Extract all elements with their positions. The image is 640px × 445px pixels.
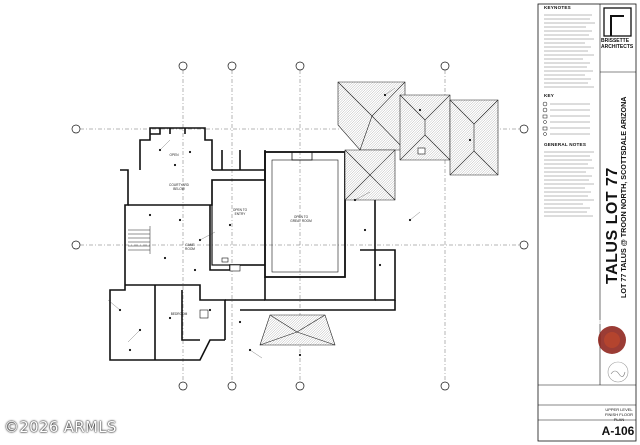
- floor-plan-walls: [109, 127, 396, 361]
- project-subtitle: LOT 77 TALUS @ TROON NORTH, SCOTTSDALE A…: [619, 96, 628, 298]
- room-label-game-room: GAME ROOM: [185, 243, 195, 251]
- roof-plans: [259, 81, 499, 346]
- drawing-title-line2: FINISH FLOOR PLAN: [604, 412, 633, 422]
- key-heading: KEY: [544, 93, 555, 98]
- key-symbols: [542, 101, 548, 136]
- keynotes-heading: KEYNOTES: [544, 5, 571, 10]
- drawing-title: UPPER LEVEL FINISH FLOOR PLAN: [604, 407, 634, 422]
- room-label-open: OPEN: [169, 153, 179, 157]
- room-label-open-to-entry: OPEN TO ENTRY: [232, 208, 248, 216]
- keynote-text-lines: [544, 14, 595, 217]
- room-label-courtyard: COURTYARD BELOW: [169, 183, 189, 191]
- title-block: [537, 3, 637, 442]
- room-label-open-to-great-room: OPEN TO GREAT ROOM: [290, 215, 312, 223]
- firm-name-line1: BRISSETTE: [601, 38, 630, 44]
- room-label-bedroom: BEDROOM: [170, 312, 188, 316]
- firm-name-line2: ARCHITECTS: [601, 44, 634, 50]
- stair: [128, 226, 151, 254]
- sheet-number: A-106: [601, 424, 635, 438]
- consultant-logo: [598, 326, 626, 354]
- consultant-name: Red Moon: [599, 320, 625, 326]
- fixture-leaders: [107, 87, 421, 359]
- drawing-title-line1: UPPER LEVEL: [605, 407, 633, 412]
- architect-seal: [607, 361, 629, 383]
- grid-bubbles: [71, 61, 529, 391]
- general-notes-heading: GENERAL NOTES: [544, 142, 587, 147]
- equipment-symbols: [199, 147, 426, 319]
- listing-watermark: ©2026 ARMLS: [4, 418, 117, 436]
- firm-name: BRISSETTE ARCHITECTS: [601, 38, 633, 50]
